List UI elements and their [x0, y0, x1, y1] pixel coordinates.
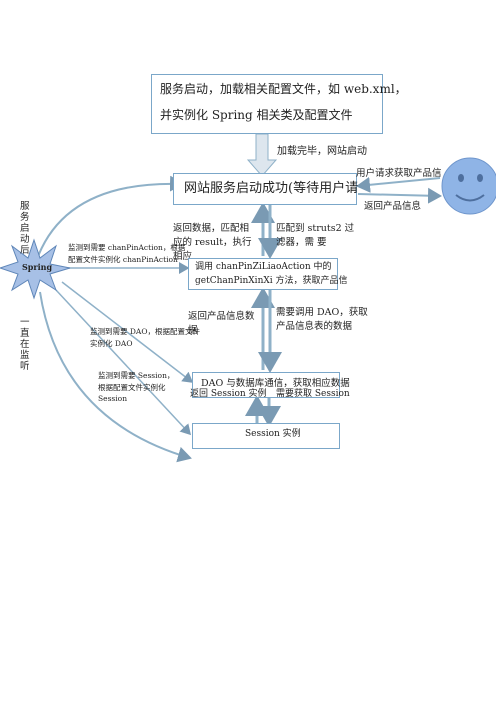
return-session-label: 返回 Session 实例 — [190, 389, 267, 399]
user-request-label: 用户请求获取产品信 — [356, 168, 442, 179]
match-struts-label: 匹配到 struts2 过滤器，需 要 — [276, 223, 355, 248]
user-smiley-icon — [441, 157, 496, 215]
arrow-spring-to-session — [55, 289, 192, 436]
startup-line1: 服务启动，加载相关配置文件，如 web.xml， — [160, 82, 407, 96]
listen-dao-label: 监测到需要 DAO，根据配置文件实例化 DAO — [90, 327, 200, 348]
listen-action-label: 监测到需要 chanPinAction，根据配置文件实例化 chanPinAct… — [68, 243, 186, 264]
load-done-label: 加载完毕，网站启动 — [277, 146, 367, 157]
dao-comm-label: DAO 与数据库通信，获取相应数据 — [201, 378, 350, 389]
return-product-label: 返回产品信息 — [364, 201, 422, 212]
spring-always-listen: 一直在监听 — [20, 317, 30, 372]
session-instance-box: Session 实例 — [192, 423, 340, 449]
need-session-label: 需要获取 Session — [276, 389, 350, 399]
spring-star — [0, 238, 71, 300]
startup-box: 服务启动，加载相关配置文件，如 web.xml， 并实例化 Spring 相关类… — [151, 74, 407, 134]
arrow-spring-to-dao — [61, 281, 194, 383]
return-data-match-label: 返回数据，匹配相应的 result，执行相应 — [173, 223, 252, 262]
load-done-arrow — [246, 133, 278, 177]
session-instance-label: Session 实例 — [245, 429, 301, 439]
spring-label: Spring — [22, 262, 53, 272]
listen-session-label: 监测到需要 Session，根据配置文件实例化 Session — [98, 371, 175, 404]
dao-comm-box: DAO 与数据库通信，获取相应数据 — [192, 372, 350, 398]
call-action-line2: getChanPinXinXi 方法，获取产品信 — [195, 276, 348, 286]
site-ready-label: 网站服务启动成功(等待用户请 — [184, 181, 359, 196]
startup-line2: 并实例化 Spring 相关类及配置文件 — [160, 108, 353, 122]
return-product-data-label: 返回产品信息数据 — [188, 311, 255, 336]
need-dao-label: 需要调用 DAO，获取产品信息表的数据 — [276, 307, 368, 332]
call-action-line1: 调用 chanPinZiLiaoAction 中的 — [195, 262, 332, 272]
arrow-spring-to-site — [33, 175, 184, 269]
site-ready-box: 网站服务启动成功(等待用户请 — [173, 173, 359, 205]
arrow-return-product — [357, 187, 442, 204]
spring-after-startup: 服务启动后 — [20, 201, 30, 256]
arrow-spring-curve-session — [39, 291, 192, 463]
arrow-user-request — [356, 176, 441, 193]
call-action-box: 调用 chanPinZiLiaoAction 中的 getChanPinXinX… — [188, 258, 348, 290]
